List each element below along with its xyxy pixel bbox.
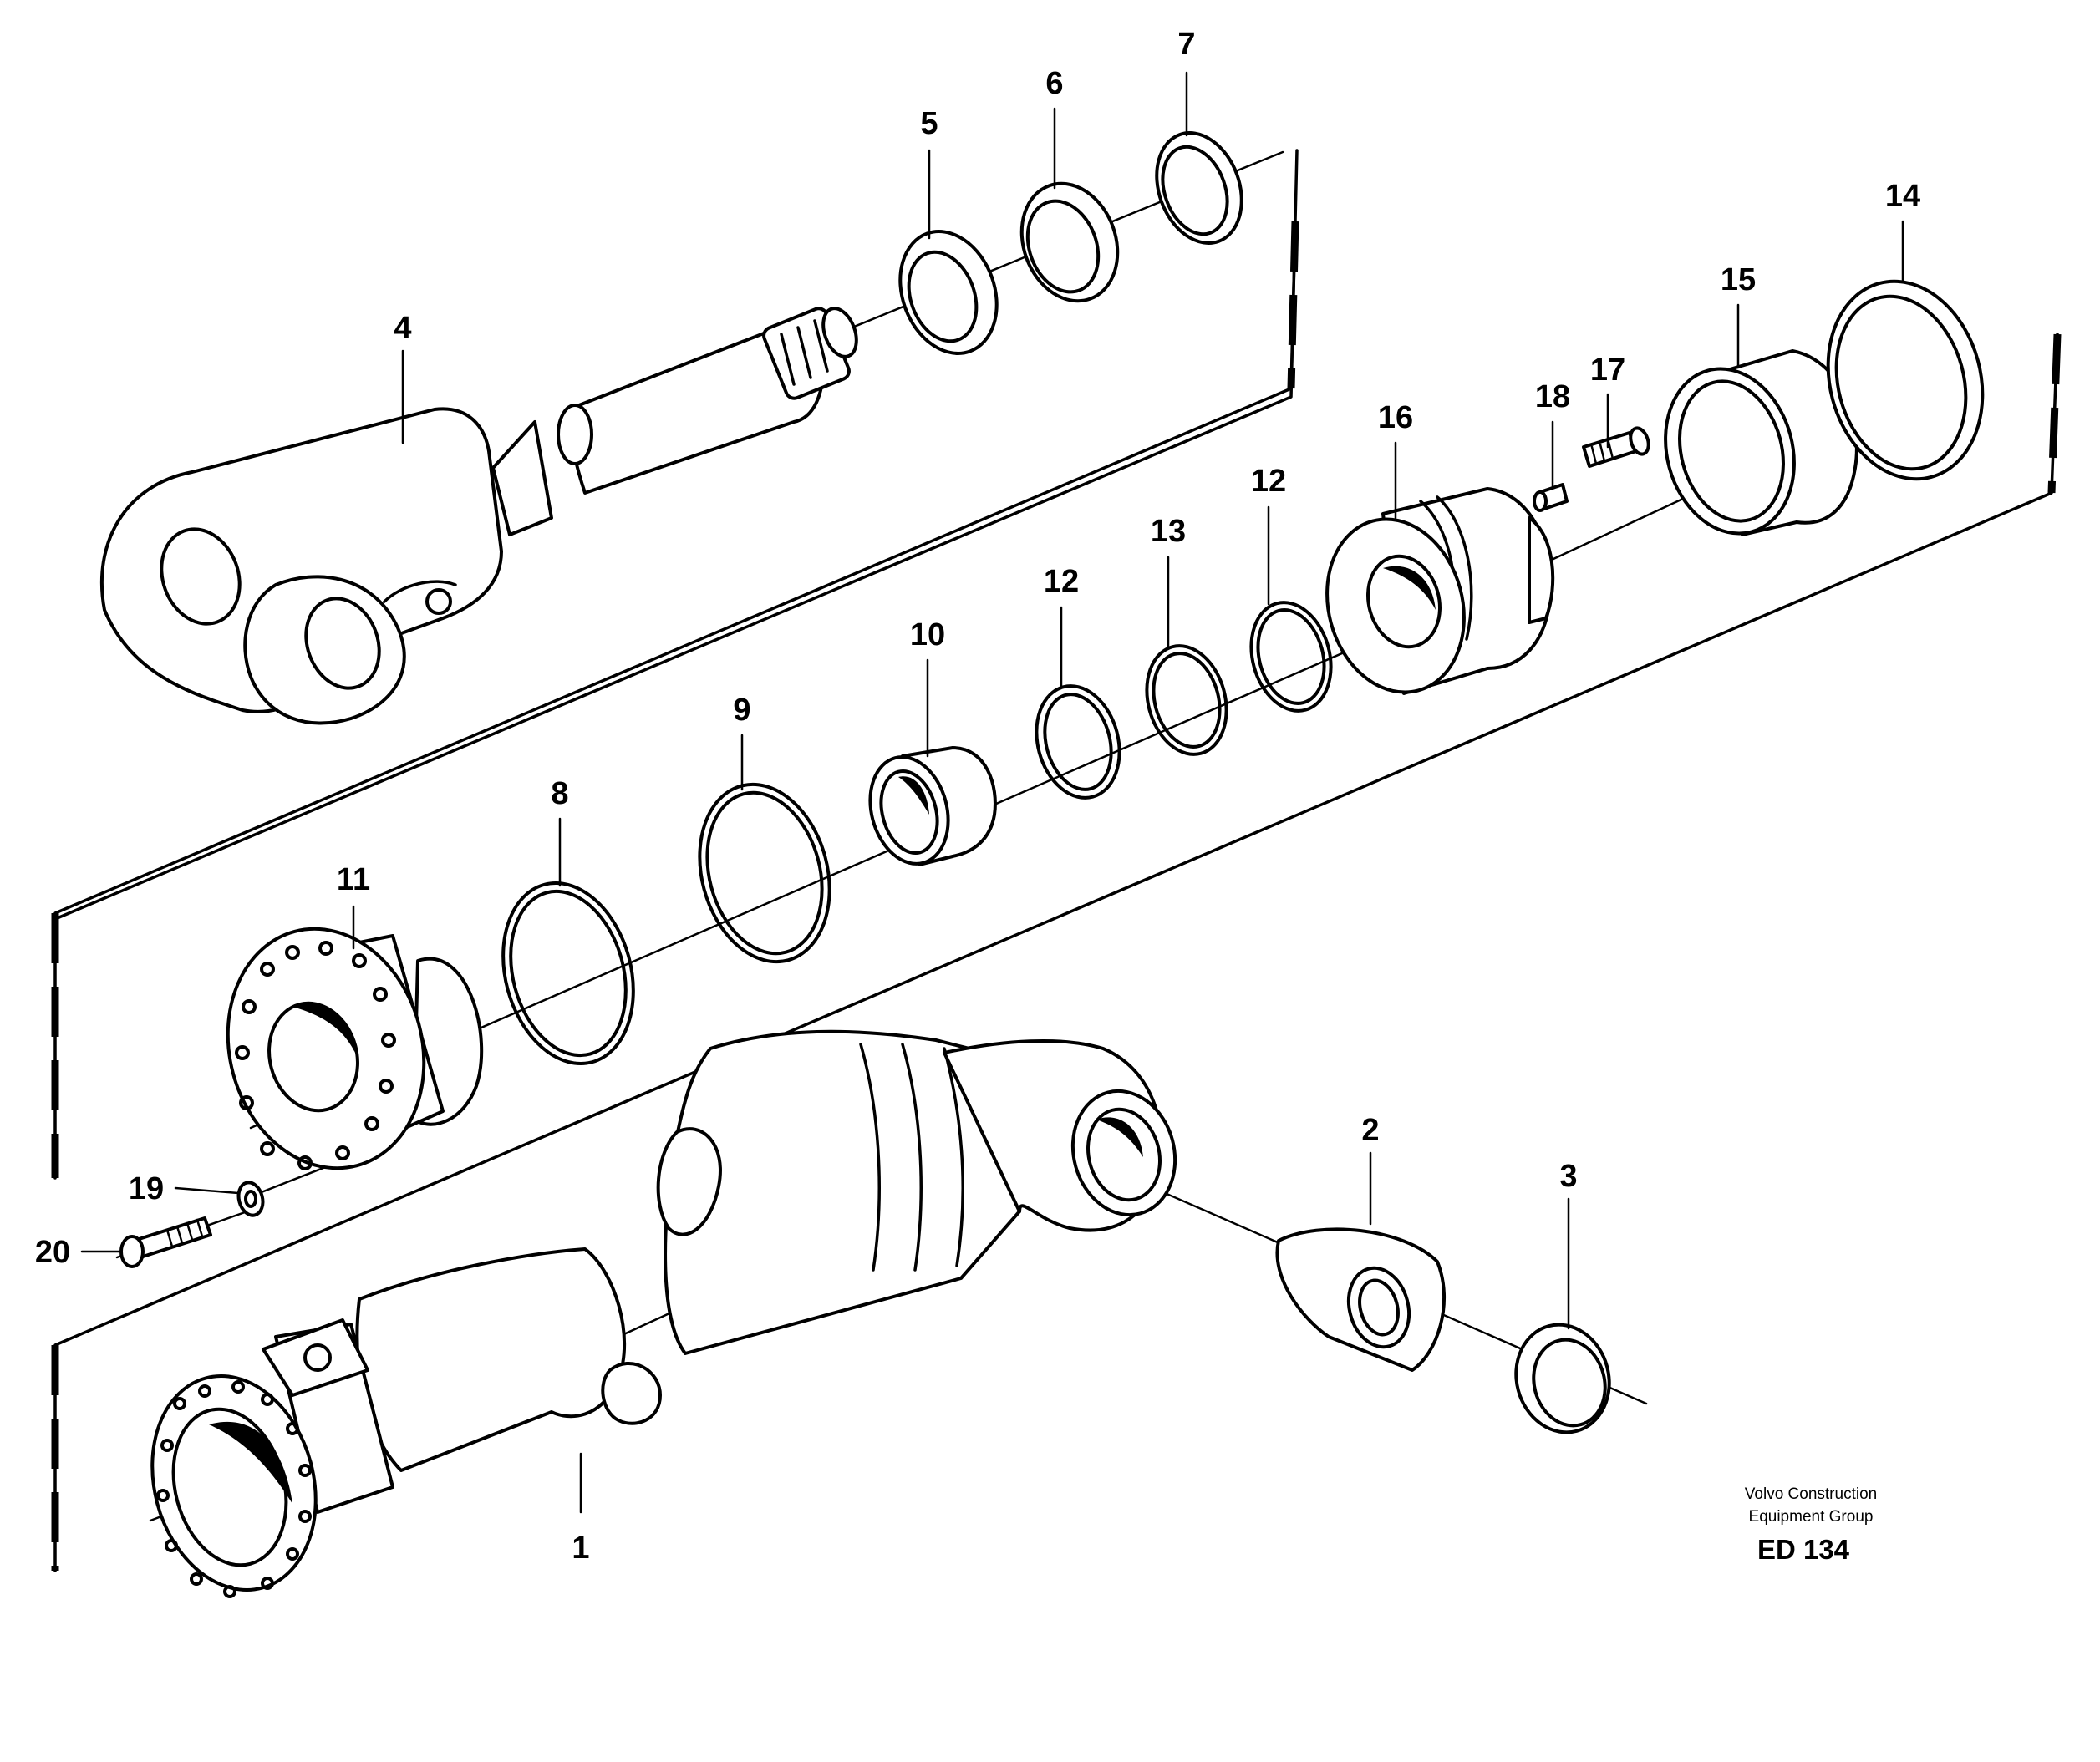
rod-seals-5-6-7 (898, 131, 1243, 355)
callout-14: 14 (1885, 179, 1920, 214)
cylinder-tube-part-1 (150, 1029, 1177, 1598)
callout-20: 20 (35, 1235, 70, 1270)
wiper-ring-part-3 (1514, 1323, 1611, 1434)
callout-2: 2 (1361, 1113, 1379, 1148)
leader-lines (80, 71, 1904, 1514)
piston-rings-12-13 (1035, 601, 1333, 800)
washer-part-19 (236, 1181, 265, 1217)
callout-12a: 12 (1044, 564, 1079, 599)
guide-ring-part-15 (1664, 349, 1858, 536)
screw-part-20 (119, 1216, 212, 1268)
callout-7: 7 (1177, 27, 1195, 62)
cylinder-head-part-11 (226, 927, 484, 1170)
lock-screw-part-17 (1582, 426, 1650, 468)
footer-line-2: Equipment Group (1749, 1508, 1874, 1526)
callout-10: 10 (910, 617, 945, 652)
callout-12b: 12 (1251, 464, 1286, 499)
footer: Volvo Construction Equipment Group ED 13… (1745, 1485, 1877, 1565)
footer-line-1: Volvo Construction (1745, 1485, 1877, 1503)
callout-8: 8 (551, 776, 568, 811)
callout-19: 19 (129, 1171, 164, 1206)
bushing-part-2 (1275, 1227, 1446, 1372)
bushing-part-10 (868, 746, 997, 866)
callout-labels: 1 2 3 4 5 6 7 8 9 10 11 12 12 13 14 15 1… (35, 27, 1920, 1566)
o-rings-8-9 (501, 782, 831, 1066)
callout-1: 1 (572, 1531, 589, 1566)
callout-3: 3 (1559, 1159, 1577, 1194)
callout-4: 4 (394, 311, 411, 346)
piston-rod-part-4 (99, 307, 858, 725)
head-bolt-holes (235, 941, 396, 1170)
callout-5: 5 (920, 106, 938, 141)
callout-6: 6 (1045, 66, 1063, 101)
seal-part-14 (1826, 279, 1985, 481)
piston-part-16 (1325, 487, 1555, 695)
callout-9: 9 (733, 693, 750, 728)
group-frames (51, 149, 2062, 1572)
drawing-code: ED 134 (1757, 1534, 1850, 1565)
tube-bolt-holes (156, 1380, 312, 1598)
callout-16: 16 (1378, 400, 1413, 435)
callout-11: 11 (337, 862, 370, 897)
callout-13: 13 (1151, 514, 1186, 549)
callout-15: 15 (1721, 262, 1756, 297)
callout-17: 17 (1590, 353, 1625, 388)
pin-part-18 (1533, 483, 1569, 512)
callout-18: 18 (1535, 379, 1570, 414)
